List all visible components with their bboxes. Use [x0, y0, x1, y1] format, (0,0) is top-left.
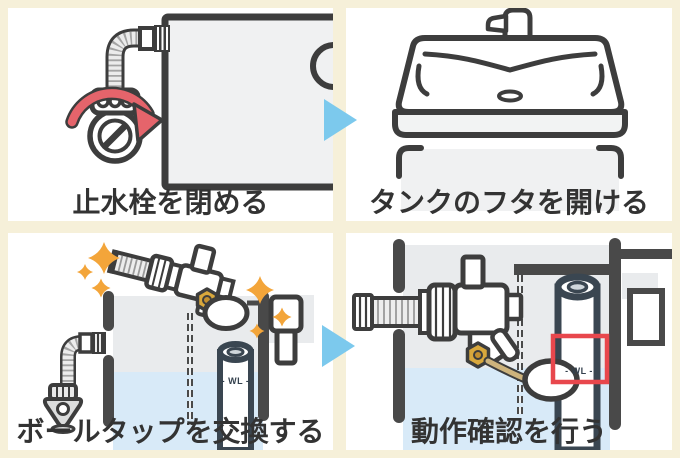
step-arrow-right-icon [322, 325, 355, 367]
rotate-clockwise-arrow-icon [65, 86, 164, 143]
water-level-label: - WL - [222, 376, 250, 386]
water-level-label: - WL - [565, 366, 593, 376]
tank-lid-illustration [392, 8, 628, 211]
panel-replace-ball-tap: - WL - [8, 233, 333, 450]
panel-open-tank-lid: タンクのフタを開ける [346, 8, 672, 221]
supply-elbow-icon [42, 332, 106, 434]
float-ball-icon [202, 295, 250, 331]
overflow-pipe-icon: - WL - [217, 341, 254, 450]
step-caption: 止水栓を閉める [72, 187, 269, 219]
operation-check-illustration: - WL - [352, 238, 672, 450]
supply-hose-icon [105, 25, 170, 88]
flush-handle-icon [268, 294, 304, 366]
outside-right-parts [621, 249, 672, 346]
panel-check-operation: - WL - 動作確認を行う [346, 233, 672, 450]
tank-walls [393, 238, 621, 430]
tank-lid-icon [392, 8, 628, 138]
toilet-tank-side-icon [161, 13, 333, 191]
panel-close-stop-valve: 止水栓を閉める [8, 8, 333, 221]
new-ball-tap-icon [106, 243, 261, 331]
tank-walls [103, 291, 269, 427]
step-caption: 動作確認を行う [410, 416, 607, 448]
step-arrow-right-icon [324, 99, 357, 141]
water-level-highlight-box [550, 333, 610, 385]
stop-valve-illustration [65, 13, 333, 191]
tank-body-icon [396, 145, 624, 211]
step-caption: タンクのフタを開ける [368, 187, 649, 219]
step-caption: ボールタップを交換する [16, 416, 325, 448]
ball-tap-icon [352, 254, 580, 402]
ball-tap-replace-illustration: - WL - [42, 242, 314, 450]
lever-frame-bar [514, 264, 610, 275]
